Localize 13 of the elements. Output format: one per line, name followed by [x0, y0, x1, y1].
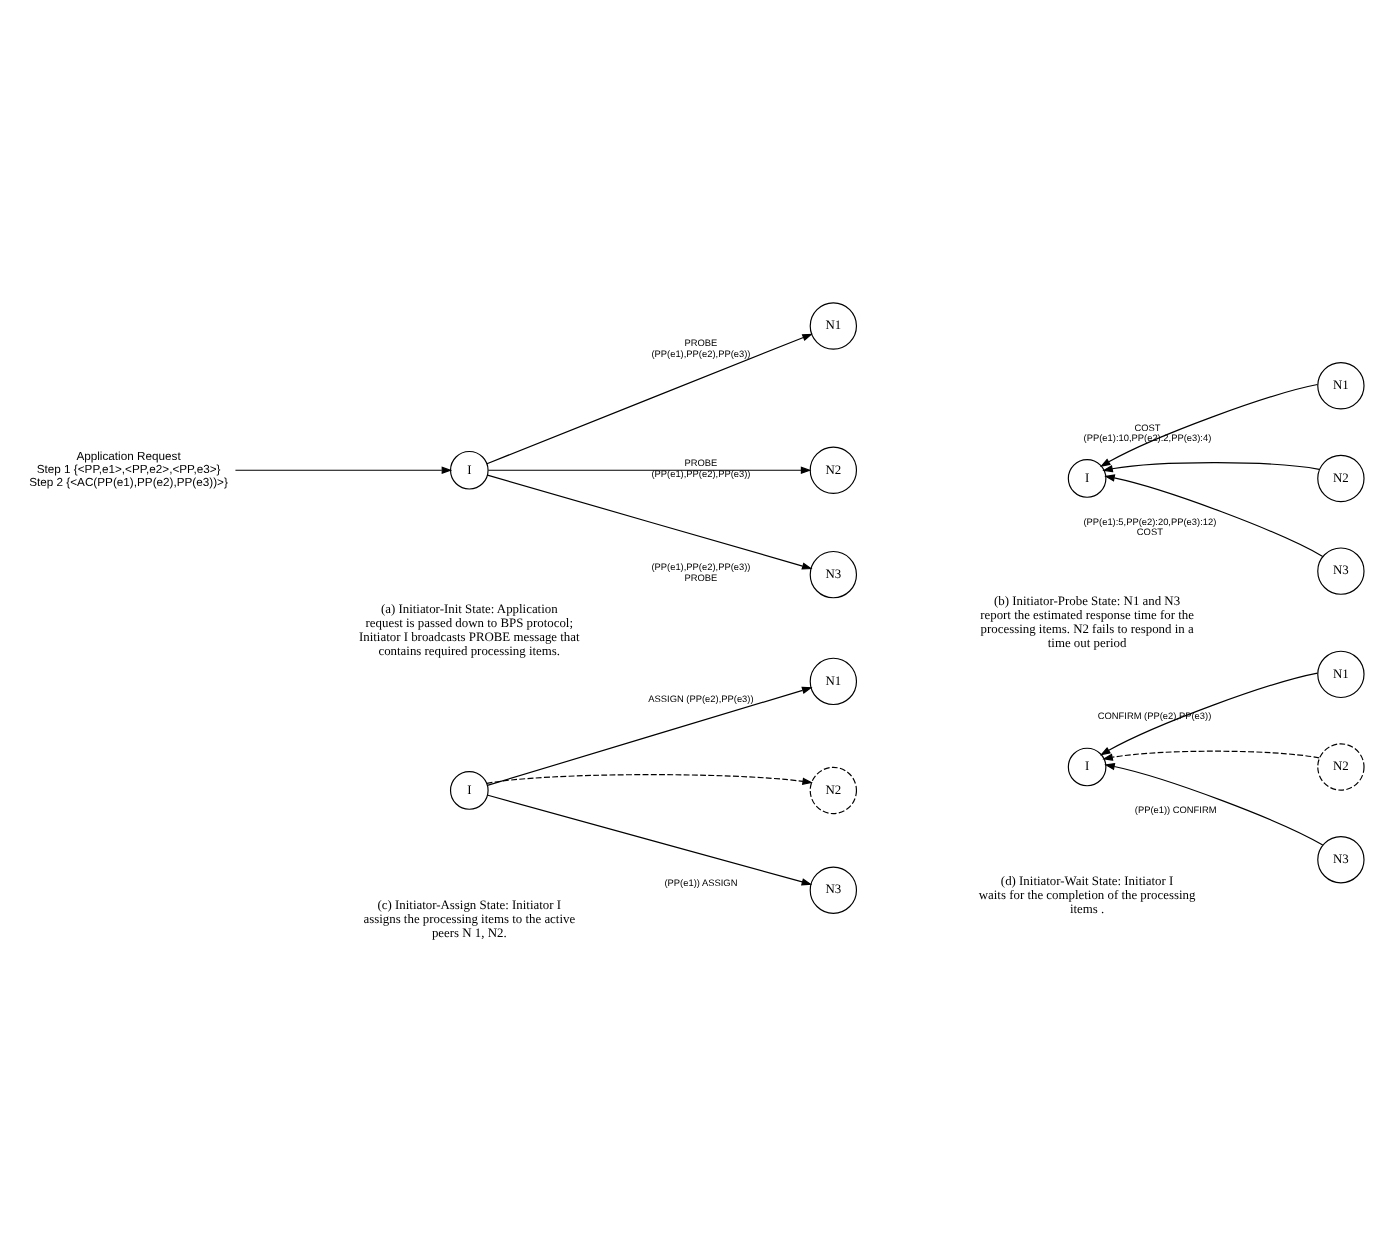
arrow: [1104, 762, 1324, 846]
arrow: [1102, 462, 1320, 473]
arrow: [486, 474, 813, 570]
arrow: [1104, 474, 1324, 557]
arrow: [1099, 383, 1319, 467]
arrow: [1102, 750, 1320, 761]
arrow: [486, 333, 813, 465]
arrow: [487, 794, 813, 886]
arrow: [486, 774, 813, 785]
arrow: [1099, 672, 1319, 756]
arrow: [487, 466, 812, 474]
arrow: [234, 466, 453, 474]
arrow: [486, 686, 813, 786]
